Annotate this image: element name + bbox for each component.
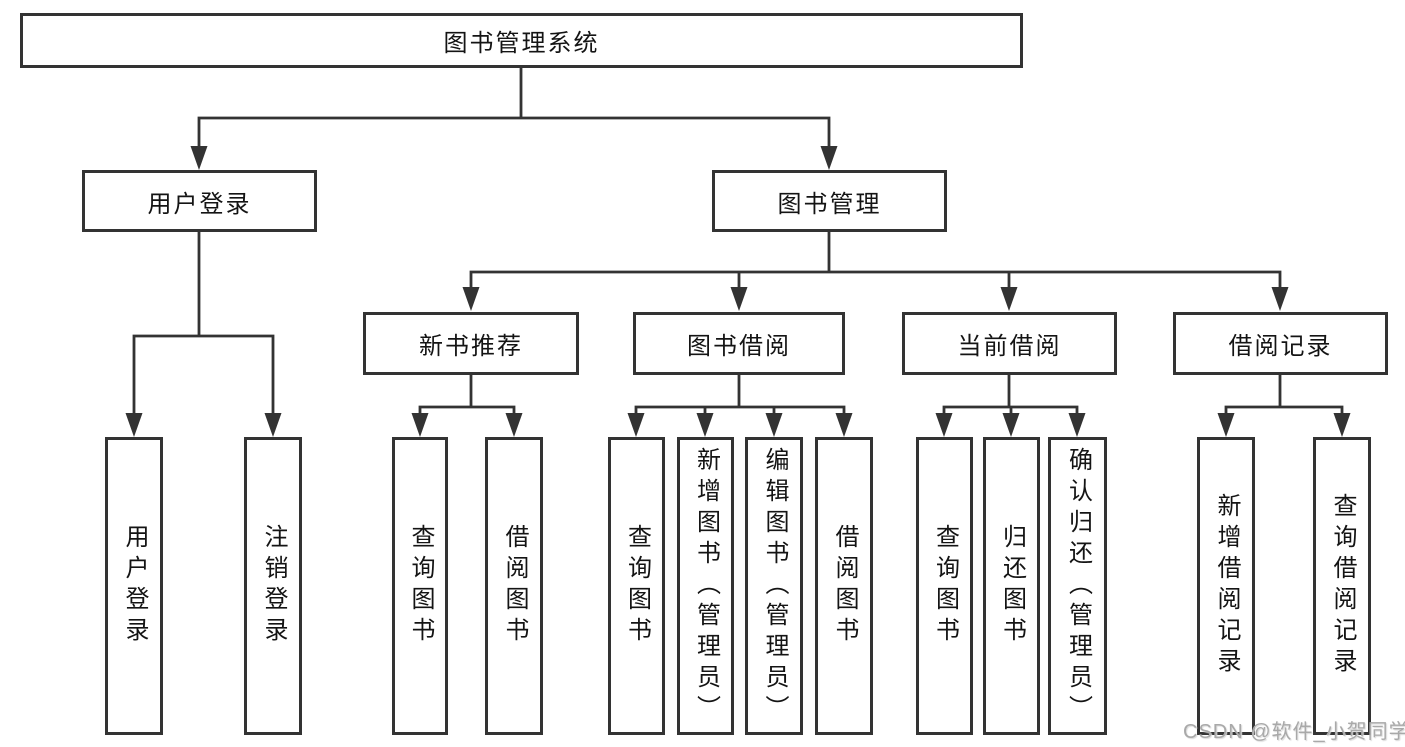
node-label: 图书管理系统: [443, 30, 600, 57]
node-label: 归还图书: [998, 524, 1026, 648]
node-label: 确认归还（管理员）: [1064, 446, 1092, 726]
csdn-watermark: CSDN @软件_小贺同学: [1183, 721, 1405, 743]
node-label: 借阅图书: [831, 524, 858, 648]
node-label: 图书借阅: [687, 333, 791, 360]
node-label: 借阅记录: [1228, 333, 1333, 360]
node-label: 查询图书: [407, 524, 434, 648]
node-label: 新增图书（管理员）: [692, 446, 720, 726]
node-borrow-record: 借阅记录: [1173, 312, 1388, 375]
node-label: 图书管理: [777, 190, 882, 218]
leaf-query-borrow-record: 查询借阅记录: [1313, 437, 1371, 735]
node-label: 新增借阅记录: [1213, 493, 1240, 679]
leaf-add-book-admin: 新增图书（管理员）: [677, 437, 734, 735]
node-label: 查询图书: [623, 524, 651, 648]
node-new-book-recommend: 新书推荐: [363, 312, 579, 375]
leaf-user-login: 用户登录: [105, 437, 163, 735]
leaf-edit-book-admin: 编辑图书（管理员）: [745, 437, 803, 735]
node-label: 当前借阅: [957, 333, 1062, 360]
leaf-return-book: 归还图书: [983, 437, 1040, 735]
node-label: 新书推荐: [419, 333, 523, 360]
node-current-borrow: 当前借阅: [902, 312, 1117, 375]
leaf-query-book-3: 查询图书: [916, 437, 973, 735]
node-root: 图书管理系统: [20, 13, 1023, 68]
node-label: 注销登录: [260, 524, 287, 648]
leaf-borrow-book-1: 借阅图书: [485, 437, 543, 735]
leaf-logout: 注销登录: [244, 437, 302, 735]
leaf-borrow-book-2: 借阅图书: [815, 437, 873, 735]
leaf-query-book-2: 查询图书: [608, 437, 665, 735]
leaf-query-book-1: 查询图书: [392, 437, 448, 735]
node-label: 查询借阅记录: [1329, 493, 1356, 679]
node-label: 用户登录: [121, 524, 148, 648]
leaf-confirm-return-admin: 确认归还（管理员）: [1048, 437, 1107, 735]
node-book-borrow: 图书借阅: [633, 312, 845, 375]
node-book-management: 图书管理: [712, 170, 947, 232]
node-label: 查询图书: [931, 524, 959, 648]
node-user-login: 用户登录: [82, 170, 317, 232]
node-label: 编辑图书（管理员）: [761, 446, 788, 726]
leaf-add-borrow-record: 新增借阅记录: [1197, 437, 1255, 735]
node-label: 用户登录: [147, 190, 252, 218]
node-label: 借阅图书: [501, 524, 528, 648]
